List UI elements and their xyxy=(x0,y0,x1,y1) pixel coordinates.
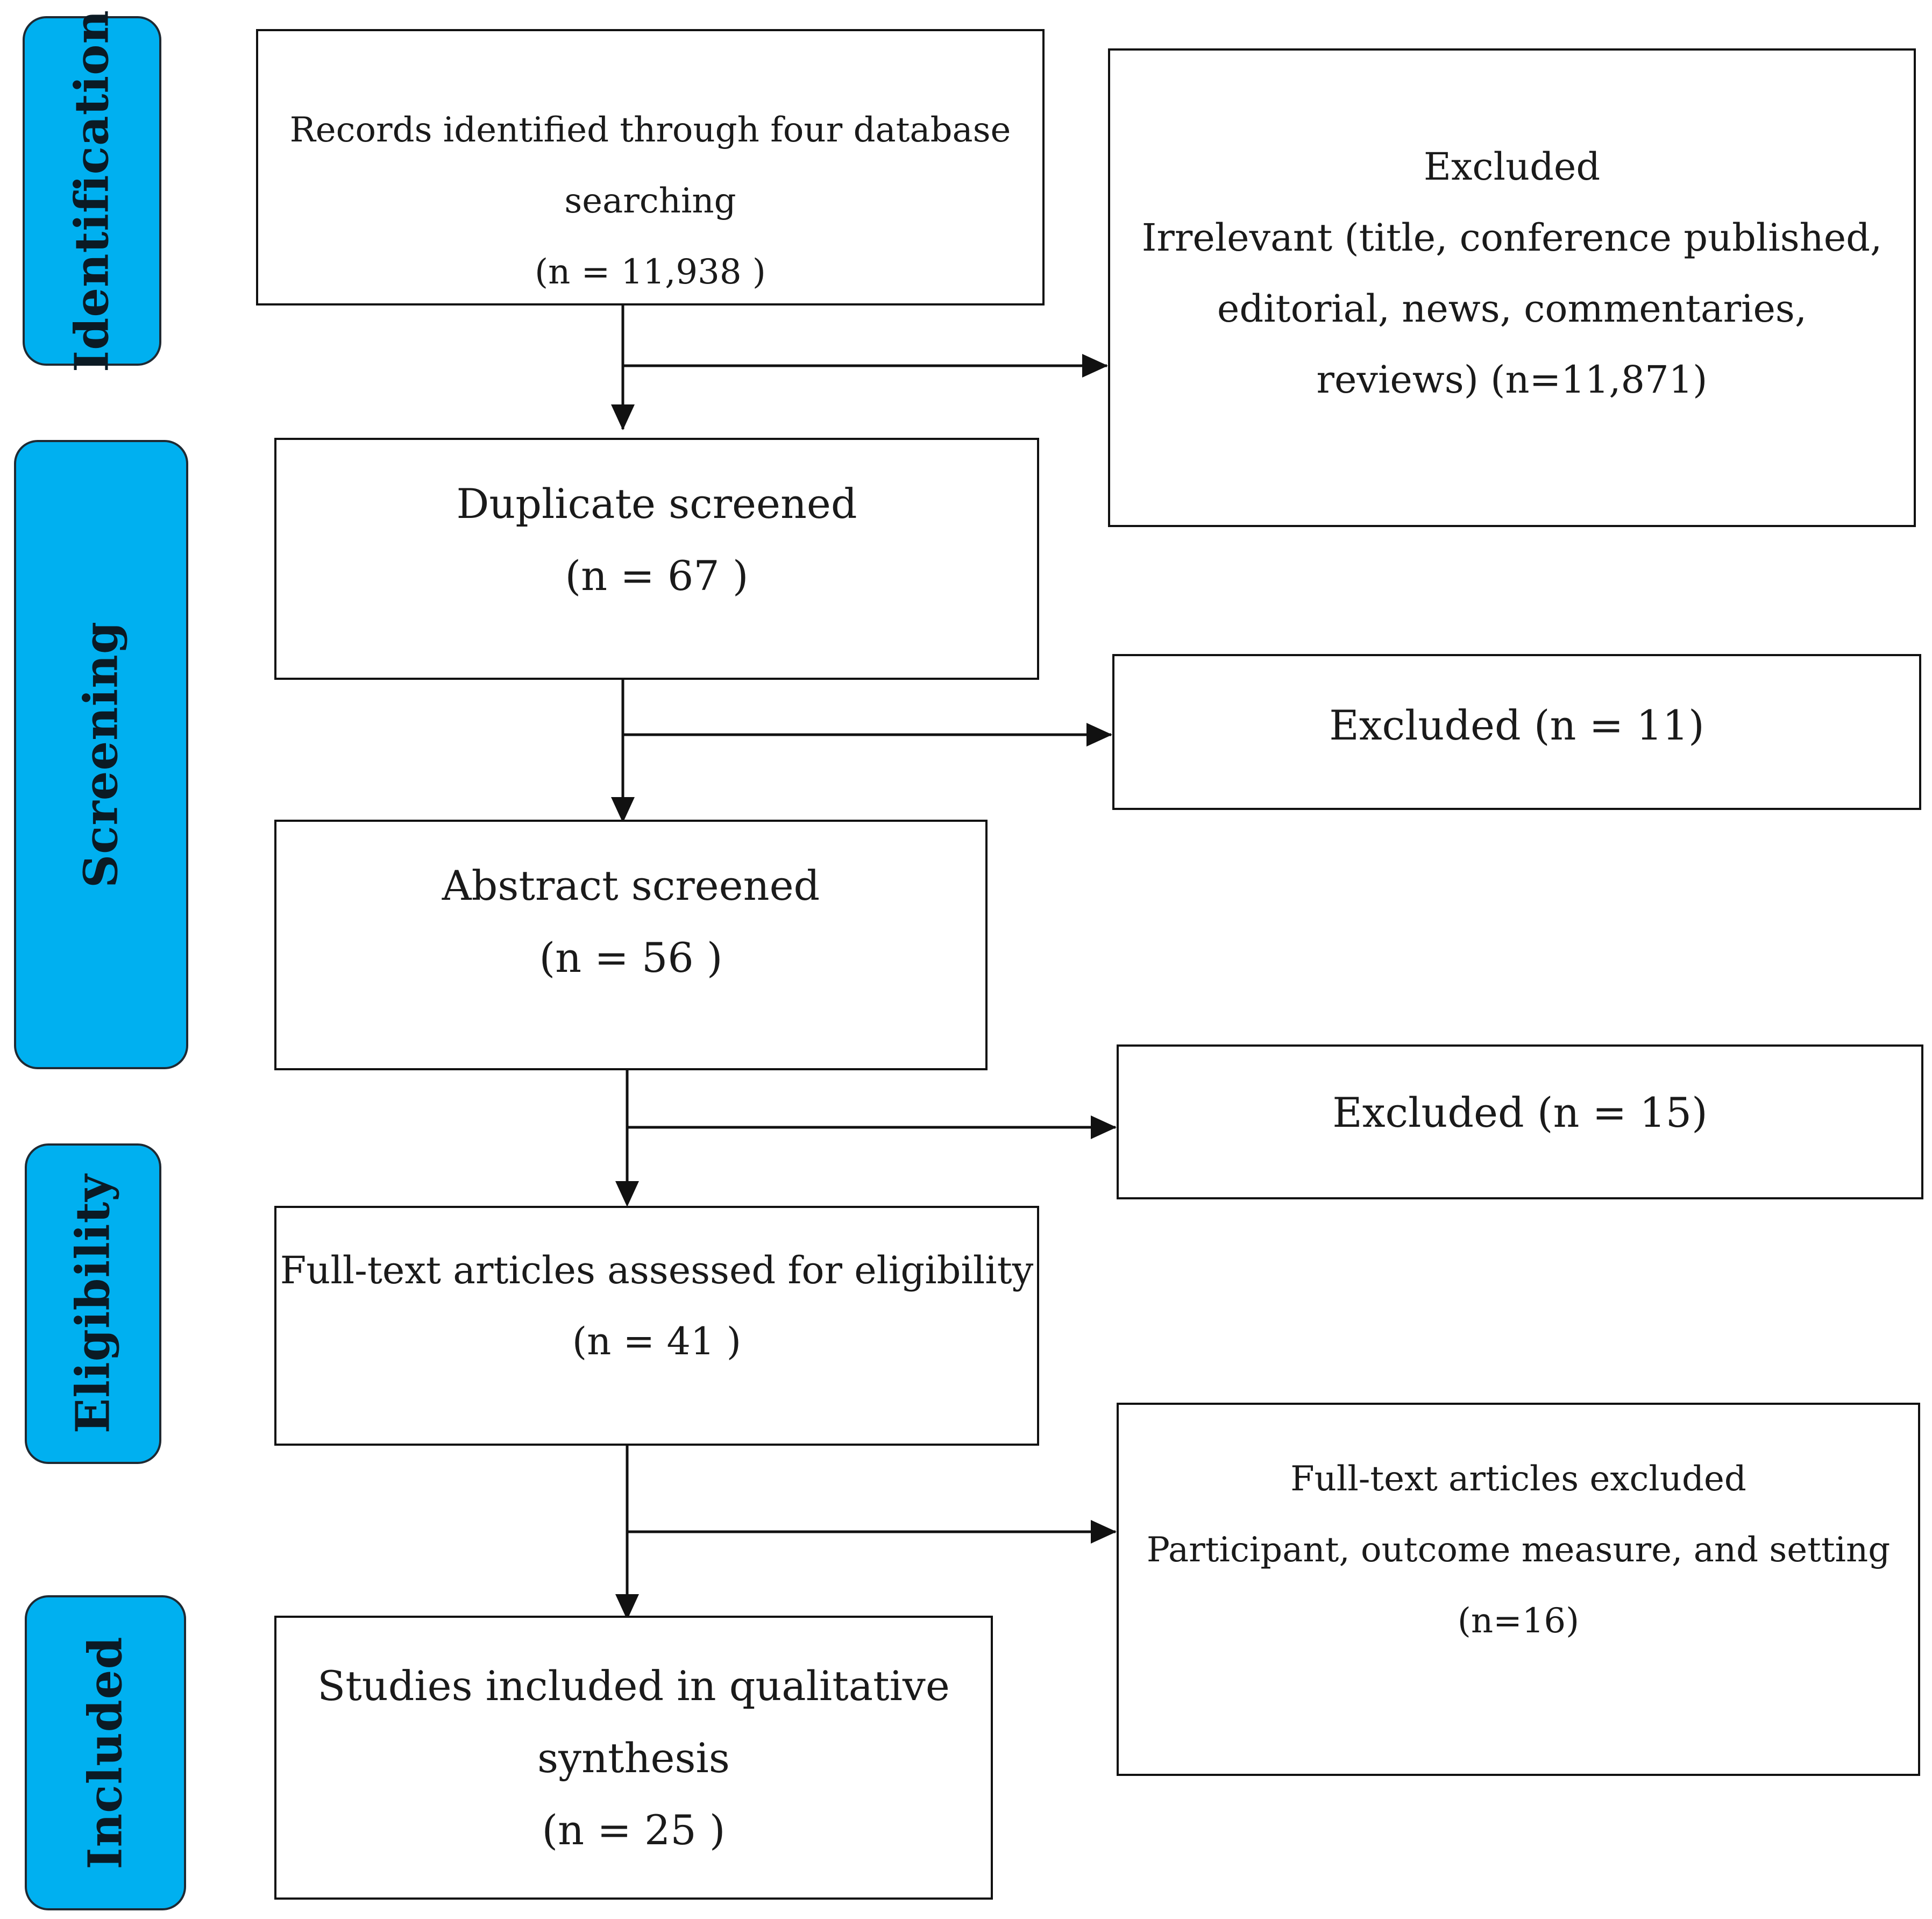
stage-included-label: Included xyxy=(78,1636,133,1870)
arrowhead-duplicate-to-abstract xyxy=(611,797,635,823)
box-excluded-irrelevant: Excluded Irrelevant (title, conference p… xyxy=(1108,48,1916,527)
excluded-irrelevant-line-2: editorial, news, commentaries, xyxy=(1217,287,1807,331)
full-text-excluded-reasons: Participant, outcome measure, and settin… xyxy=(1146,1530,1891,1570)
box-studies-included: Studies included in qualitative synthesi… xyxy=(274,1616,993,1900)
full-text-assessed-count: (n = 41 ) xyxy=(572,1319,742,1363)
stage-screening: Screening xyxy=(14,440,188,1069)
arrowhead-fulltext-to-included xyxy=(615,1594,639,1620)
full-text-excluded-count: (n=16) xyxy=(1457,1601,1580,1641)
studies-included-line-1: Studies included in qualitative xyxy=(317,1662,950,1710)
stage-included: Included xyxy=(25,1595,186,1910)
stage-screening-label: Screening xyxy=(74,621,129,889)
excluded-15-label: Excluded (n = 15) xyxy=(1332,1089,1708,1136)
studies-included-line-2: synthesis xyxy=(537,1734,730,1782)
box-excluded-15: Excluded (n = 15) xyxy=(1117,1044,1923,1199)
arrowhead-to-fulltext-excluded xyxy=(1091,1520,1117,1544)
abstract-screened-label: Abstract screened xyxy=(442,862,820,909)
box-duplicate-screened: Duplicate screened (n = 67 ) xyxy=(274,438,1039,680)
arrowhead-abstract-to-fulltext xyxy=(615,1181,639,1207)
box-records-identified: Records identified through four database… xyxy=(256,29,1045,305)
arrowhead-to-excluded-15 xyxy=(1091,1115,1117,1139)
excluded-11-label: Excluded (n = 11) xyxy=(1329,701,1704,749)
excluded-irrelevant-line-1: Irrelevant (title, conference published, xyxy=(1141,216,1883,260)
excluded-irrelevant-count: reviews) (n=11,871) xyxy=(1316,358,1708,402)
arrowhead-records-to-duplicate xyxy=(611,404,635,430)
records-identified-line-2: searching xyxy=(564,181,736,221)
stage-eligibility: Eligibility xyxy=(25,1143,161,1464)
box-full-text-excluded: Full-text articles excluded Participant,… xyxy=(1117,1403,1920,1776)
abstract-screened-count: (n = 56 ) xyxy=(539,934,723,982)
duplicate-screened-count: (n = 67 ) xyxy=(565,552,749,600)
box-full-text-assessed: Full-text articles assessed for eligibil… xyxy=(274,1206,1039,1446)
stage-identification-label: Identification xyxy=(65,9,119,373)
records-identified-count: (n = 11,938 ) xyxy=(535,252,766,292)
stage-eligibility-label: Eligibility xyxy=(66,1174,120,1434)
arrowhead-to-excluded-11 xyxy=(1086,723,1112,747)
box-excluded-11: Excluded (n = 11) xyxy=(1112,654,1921,810)
records-identified-line-1: Records identified through four database xyxy=(289,110,1011,150)
excluded-irrelevant-heading: Excluded xyxy=(1423,145,1601,189)
duplicate-screened-label: Duplicate screened xyxy=(456,480,857,528)
studies-included-count: (n = 25 ) xyxy=(542,1806,726,1854)
arrowhead-to-excluded-irrelevant xyxy=(1082,354,1108,378)
stage-identification: Identification xyxy=(23,10,161,372)
box-abstract-screened: Abstract screened (n = 56 ) xyxy=(274,820,988,1070)
full-text-excluded-heading: Full-text articles excluded xyxy=(1290,1459,1746,1499)
full-text-assessed-label: Full-text articles assessed for eligibil… xyxy=(280,1248,1034,1292)
